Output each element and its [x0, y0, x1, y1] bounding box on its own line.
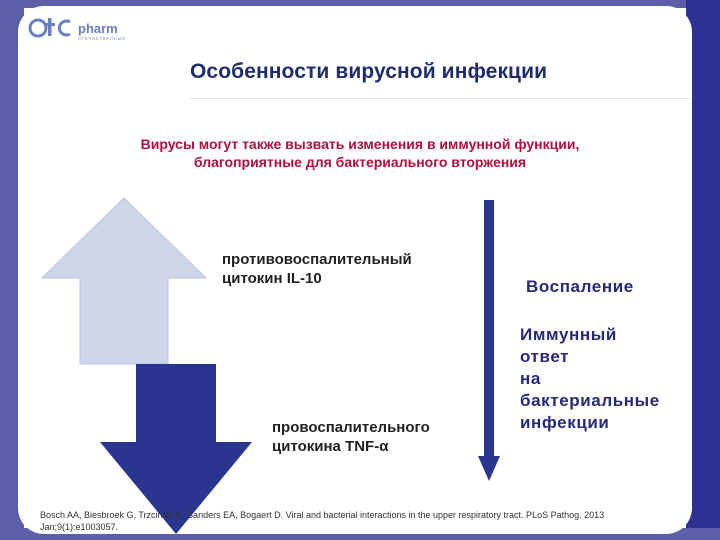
- tnf-label: провоспалительного цитокина TNF-α: [272, 418, 482, 456]
- citation: Bosch AA, Biesbroek G, Trzcinski K, Sand…: [40, 509, 690, 533]
- page-title: Особенности вирусной инфекции: [190, 60, 548, 83]
- frame-top: [0, 0, 720, 8]
- inflammation-label: Воспаление: [526, 277, 634, 296]
- il10-label-line-2: цитокин IL-10: [222, 270, 322, 287]
- tnf-label-line-1: провоспалительного: [272, 419, 430, 436]
- subtitle-line-2: благоприятные для бактериального вторжен…: [193, 154, 527, 170]
- il10-label-line-1: противовоспалительный: [222, 251, 412, 268]
- tnf-label-line-2: цитокина TNF-α: [272, 438, 389, 455]
- immune-line-5: инфекции: [520, 413, 610, 432]
- citation-line-2: Jan;9(1):e1003057.: [40, 522, 119, 532]
- logo: pharm отечественные: [28, 14, 152, 42]
- logo-mark: pharm отечественные: [28, 18, 126, 42]
- il10-label: противовоспалительный цитокин IL-10: [222, 250, 472, 288]
- immune-line-3: на: [520, 369, 541, 388]
- immune-response-label: Иммунный ответ на бактериальные инфекции: [520, 324, 690, 434]
- immune-line-2: ответ: [520, 347, 570, 366]
- immune-line-1: Иммунный: [520, 325, 617, 344]
- logo-tagline: отечественные: [78, 36, 126, 42]
- title-divider: [190, 98, 690, 99]
- citation-line-1: Bosch AA, Biesbroek G, Trzcinski K, Sand…: [40, 510, 605, 520]
- arrow-down-thin-icon: [478, 200, 500, 482]
- arrow-down-icon: [98, 362, 254, 536]
- subtitle-line-1: Вирусы могут также вызвать изменения в и…: [140, 136, 580, 152]
- immune-line-4: бактериальные: [520, 391, 660, 410]
- arrow-up-icon: [40, 196, 208, 366]
- logo-product: pharm: [78, 21, 118, 36]
- subtitle: Вирусы могут также вызвать изменения в и…: [40, 135, 680, 171]
